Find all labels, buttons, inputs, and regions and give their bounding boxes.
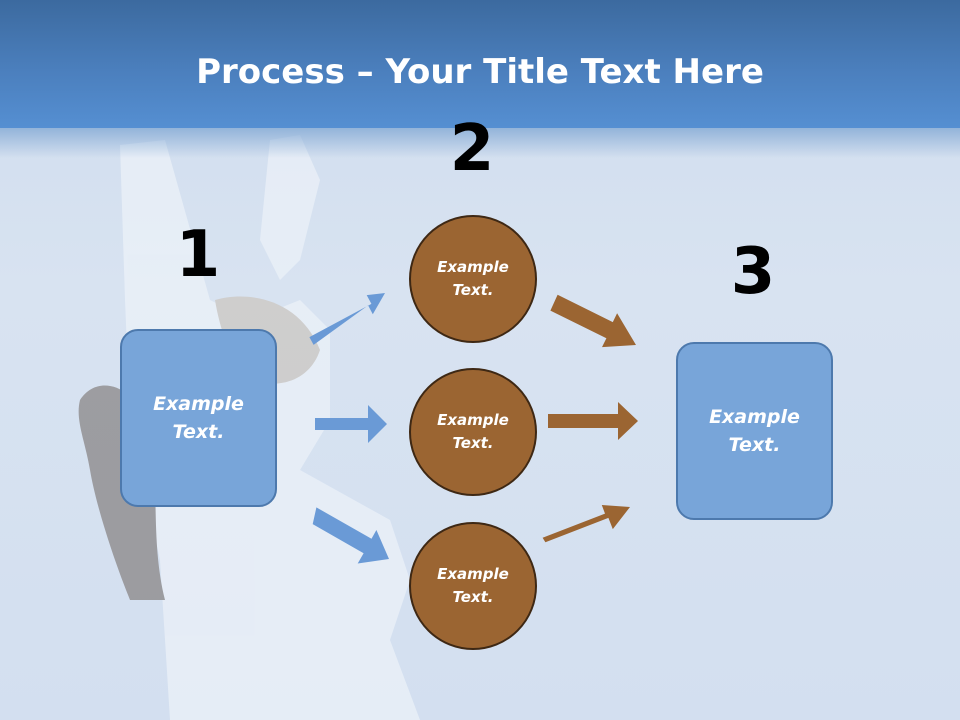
brown-arrow-right xyxy=(548,402,638,440)
circle-middle-label: Example Text. xyxy=(437,410,509,452)
step-1-box: Example Text. xyxy=(120,329,277,507)
step-number-3: 3 xyxy=(730,235,776,309)
blue-arrow-right xyxy=(315,405,387,443)
blue-arrow-up xyxy=(309,293,385,345)
step-3-box: Example Text. xyxy=(676,342,833,520)
circle-bottom-label: Example Text. xyxy=(437,564,509,606)
circle-bottom: Example Text. xyxy=(409,522,537,650)
step-1-label: Example Text. xyxy=(153,392,244,444)
title-rest: – Your Title Text Here xyxy=(344,52,764,92)
step-number-2: 2 xyxy=(449,112,495,186)
header-band xyxy=(0,0,960,128)
blue-arrow-down xyxy=(312,507,389,564)
circle-middle: Example Text. xyxy=(409,368,537,496)
circle-top: Example Text. xyxy=(409,215,537,343)
brown-arrow-down xyxy=(550,294,636,348)
title-bold: Process xyxy=(196,52,345,92)
step-number-1: 1 xyxy=(175,218,221,292)
step-3-label: Example Text. xyxy=(709,405,800,457)
header-fade xyxy=(0,128,960,158)
brown-arrow-up xyxy=(542,505,630,543)
slide-title: Process – Your Title Text Here xyxy=(0,52,960,92)
circle-top-label: Example Text. xyxy=(437,257,509,299)
